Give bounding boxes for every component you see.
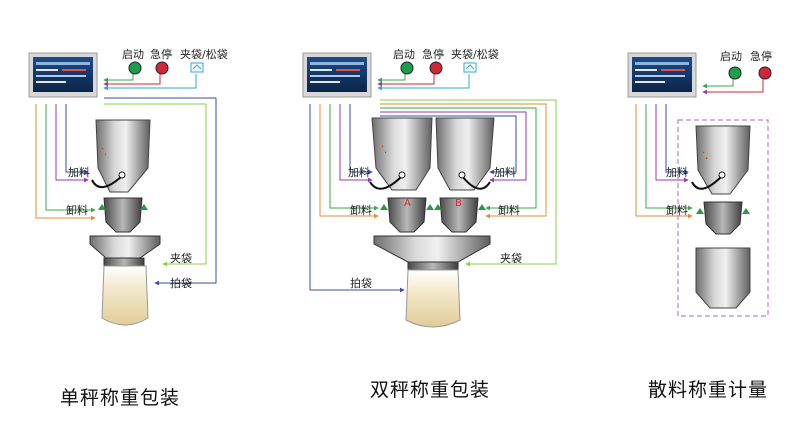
svg-text:·: · [104,150,107,161]
svg-text:·: · [381,142,384,153]
clamp-label: 夹袋 [170,251,192,265]
hmi-touchscreen[interactable] [627,52,697,98]
start-label: 启动 [393,48,415,61]
clamp-label: 夹袋 [500,251,522,265]
feed-label: 加料 [348,165,370,179]
panel-double-scale: 启动 急停 夹袋/松袋 ·· 加料 加料 [302,47,557,401]
emergency-stop-label: 急停 [150,47,172,61]
hmi-touchscreen[interactable] [28,52,98,98]
panel-bulk-weighing: 启动 急停 ·· 加料 卸料 散料称重计量 [627,49,772,401]
caption-single-scale: 单秤称重包装 [60,387,180,409]
start-button[interactable] [400,61,414,75]
svg-text:·: · [705,154,708,165]
svg-text:·: · [384,148,387,159]
pat-label: 拍袋 [170,276,192,290]
svg-text:·: · [101,144,104,155]
start-button[interactable] [128,61,142,75]
emergency-stop-button[interactable] [155,61,169,75]
scale-a-label: A [404,198,411,209]
pat-label: 拍袋 [350,276,372,290]
clamp-switch-icon[interactable] [463,62,477,73]
emergency-stop-button[interactable] [758,66,772,80]
discharge-label-right: 卸料 [498,203,520,217]
discharge-label: 卸料 [666,203,688,217]
discharge-label: 卸料 [66,203,88,217]
feed-label: 加料 [68,165,90,179]
caption-double-scale: 双秤称重包装 [370,379,490,401]
hmi-touchscreen[interactable] [302,52,372,98]
clamp-release-label: 夹袋/松袋 [451,47,499,61]
discharge-label: 卸料 [350,203,372,217]
clamp-release-label: 夹袋/松袋 [180,47,228,61]
clamp-switch-icon[interactable] [190,62,204,73]
emergency-stop-label: 急停 [422,47,444,61]
feed-label: 加料 [666,165,688,179]
panel-single-scale: 启动 急停 夹袋/松袋 ·· 加料 卸料 夹袋 [28,47,228,409]
start-label: 启动 [122,48,144,61]
scale-b-label: B [455,198,462,209]
emergency-stop-label: 急停 [750,49,772,63]
caption-bulk-weighing: 散料称重计量 [648,379,768,401]
feed-label-right: 加料 [494,165,516,179]
svg-text:·: · [702,148,705,159]
start-label: 启动 [720,50,742,63]
start-button[interactable] [728,66,742,80]
emergency-stop-button[interactable] [429,61,443,75]
